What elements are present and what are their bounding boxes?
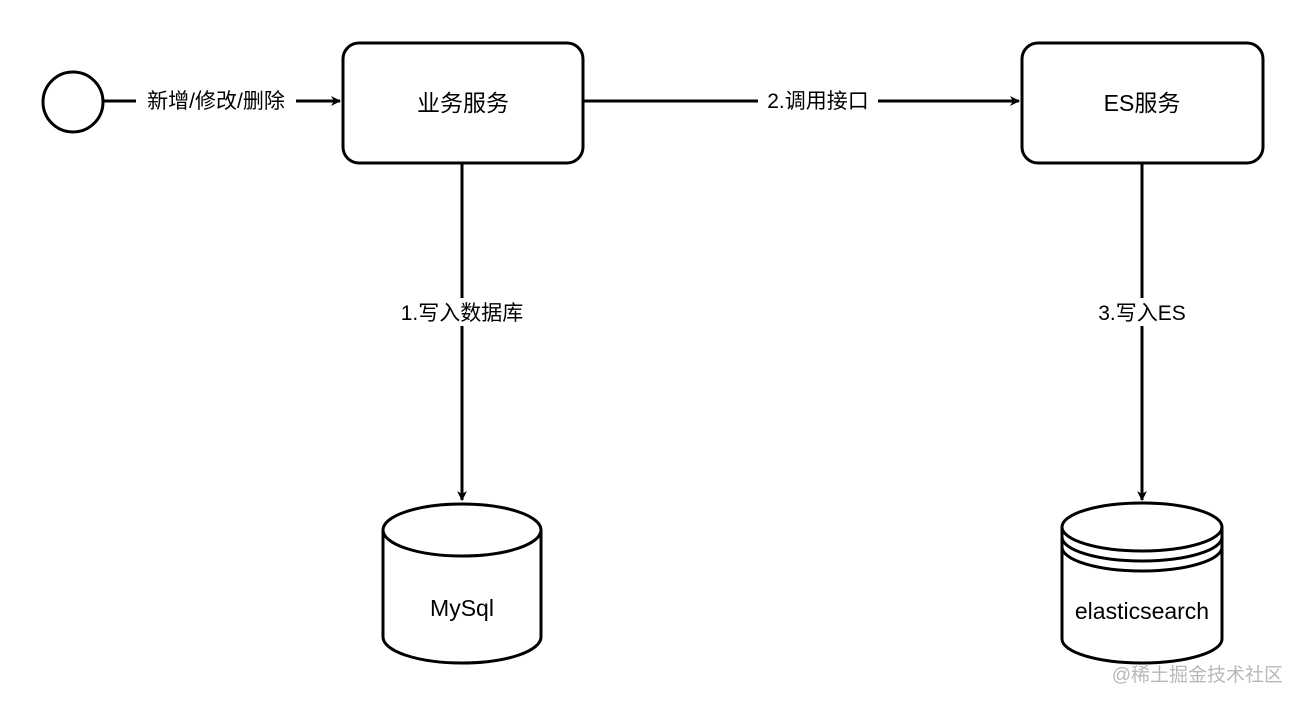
edge-label-write-db: 1.写入数据库 [401, 302, 524, 325]
edge-write-db: 1.写入数据库 [396, 163, 528, 501]
business-service-node: 业务服务 [341, 41, 585, 165]
edge-label-crud: 新增/修改/删除 [147, 90, 285, 113]
es-service-node: ES服务 [1020, 41, 1265, 165]
mysql-label: MySql [430, 595, 494, 621]
watermark-text: @稀土掘金技术社区 [1112, 664, 1283, 686]
edge-write-es: 3.写入ES [1094, 163, 1190, 501]
mysql-database-node: MySql [381, 502, 543, 665]
edge-label-write-es: 3.写入ES [1098, 302, 1186, 325]
start-node [41, 70, 105, 134]
edge-crud: 新增/修改/删除 [103, 86, 341, 114]
elasticsearch-label: elasticsearch [1075, 598, 1209, 624]
edge-call-api: 2.调用接口 [584, 86, 1020, 114]
elasticsearch-database-node: elasticsearch [1060, 501, 1224, 665]
business-service-label: 业务服务 [417, 90, 509, 116]
es-service-label: ES服务 [1104, 90, 1181, 116]
edge-label-call-api: 2.调用接口 [767, 90, 869, 113]
